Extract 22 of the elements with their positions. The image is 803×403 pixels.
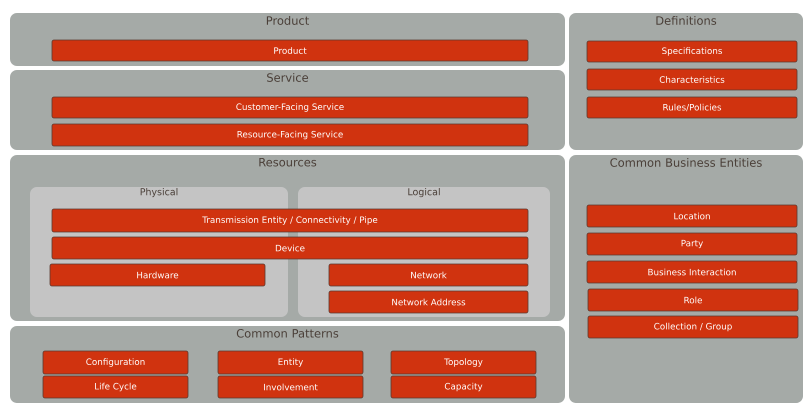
item-bar: Customer-Facing Service — [52, 96, 528, 118]
item-bar: Transmission Entity / Connectivity / Pipe — [52, 208, 528, 232]
item-bar: Network — [328, 264, 528, 286]
item-bar: Collection / Group — [588, 316, 798, 338]
item-bar: Specifications — [586, 40, 798, 62]
item-bar: Hardware — [50, 264, 266, 286]
item-bar: Location — [586, 204, 798, 228]
item-bar: Party — [586, 232, 798, 256]
item-bar: Business Interaction — [586, 260, 798, 284]
item-bar: Life Cycle — [42, 376, 188, 398]
item-bar: Role — [588, 288, 798, 312]
item-bar: Involvement — [218, 376, 364, 398]
item-bar: Resource-Facing Service — [52, 124, 528, 146]
item-bar: Capacity — [390, 376, 536, 398]
item-bar: Entity — [218, 350, 364, 374]
item-bar: Topology — [390, 350, 536, 374]
item-bar: Rules/Policies — [586, 96, 798, 118]
item-bar: Network Address — [328, 290, 528, 314]
item-bar: Characteristics — [586, 68, 798, 90]
item-bar: Device — [52, 236, 528, 260]
item-bar: Product — [52, 40, 528, 62]
item-bar: Configuration — [42, 350, 188, 374]
